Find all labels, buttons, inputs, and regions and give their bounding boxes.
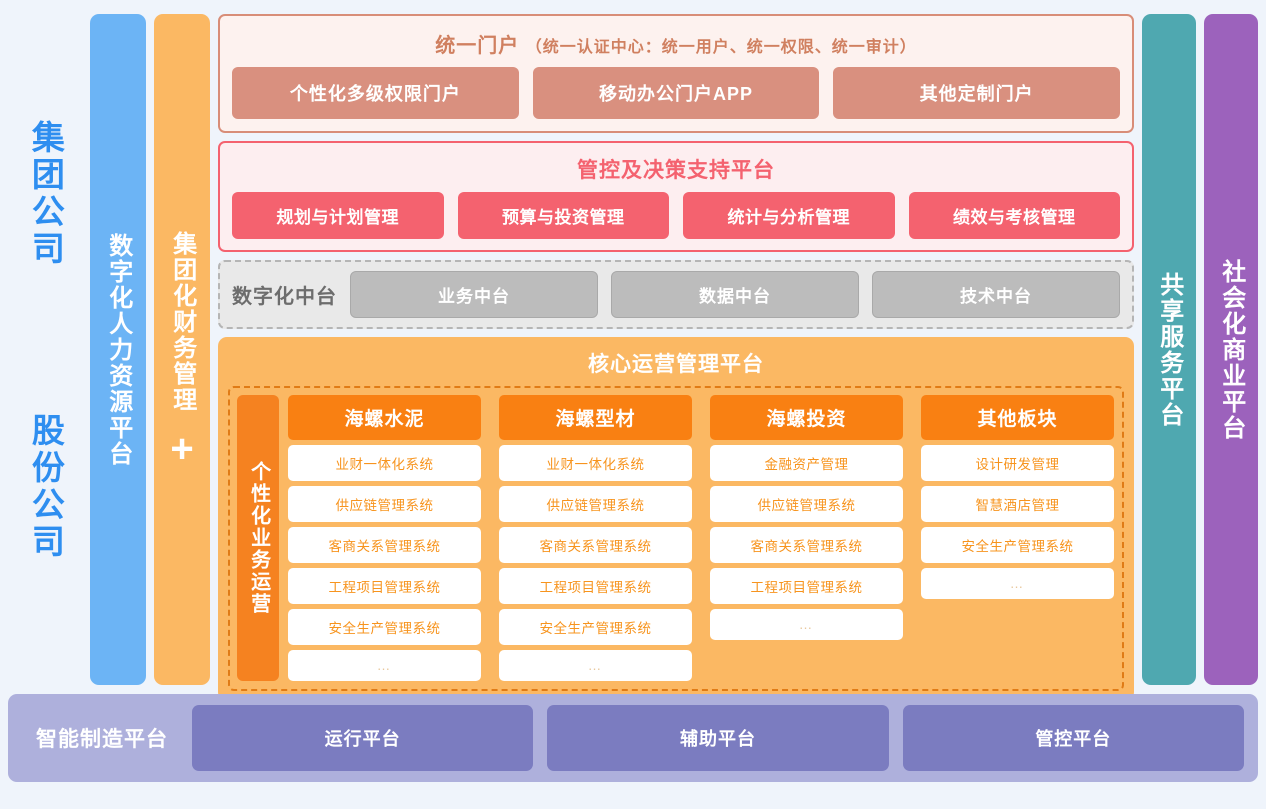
smart-manufacturing-section: 智能制造平台 运行平台 辅助平台 管控平台 xyxy=(8,694,1258,782)
list-item-more[interactable]: … xyxy=(921,568,1114,599)
segment-conch-investment: 海螺投资 金融资产管理 供应链管理系统 客商关系管理系统 工程项目管理系统 … xyxy=(710,395,903,681)
mgmt-button-performance[interactable]: 绩效与考核管理 xyxy=(908,192,1120,239)
segment-conch-profiles: 海螺型材 业财一体化系统 供应链管理系统 客商关系管理系统 工程项目管理系统 安… xyxy=(499,395,692,681)
corporate-labels: 集团公司 股份公司 xyxy=(8,14,82,685)
management-decision-buttons: 规划与计划管理 预算与投资管理 统计与分析管理 绩效与考核管理 xyxy=(232,192,1120,239)
list-item[interactable]: 业财一体化系统 xyxy=(499,445,692,481)
segment-other: 其他板块 设计研发管理 智慧酒店管理 安全生产管理系统 … xyxy=(921,395,1114,681)
column-hr-platform-label: 数字化人力资源平台 xyxy=(104,232,132,467)
mgmt-button-statistics[interactable]: 统计与分析管理 xyxy=(683,192,895,239)
list-item[interactable]: 安全生产管理系统 xyxy=(499,609,692,645)
segment-grid: 海螺水泥 业财一体化系统 供应链管理系统 客商关系管理系统 工程项目管理系统 安… xyxy=(288,395,1114,681)
smart-manufacturing-label: 智能制造平台 xyxy=(36,728,168,751)
segment-header[interactable]: 海螺投资 xyxy=(710,395,903,440)
mgmt-button-budget[interactable]: 预算与投资管理 xyxy=(457,192,669,239)
portal-button-custom[interactable]: 其他定制门户 xyxy=(833,67,1121,119)
corp-label-stock: 股份公司 xyxy=(27,412,65,561)
bottom-button-auxiliary[interactable]: 辅助平台 xyxy=(547,705,889,771)
column-finance[interactable]: 集团化财务管理 + xyxy=(154,14,210,685)
column-social-commerce-label: 社会化商业平台 xyxy=(1217,258,1245,441)
list-item[interactable]: 工程项目管理系统 xyxy=(499,568,692,604)
unified-portal-title-main: 统一门户 xyxy=(435,35,520,57)
bottom-button-operation[interactable]: 运行平台 xyxy=(192,705,534,771)
list-item[interactable]: 客商关系管理系统 xyxy=(288,527,481,563)
list-item-more[interactable]: … xyxy=(499,650,692,681)
bottom-button-control[interactable]: 管控平台 xyxy=(902,705,1244,771)
list-item-more[interactable]: … xyxy=(288,650,481,681)
list-item[interactable]: 设计研发管理 xyxy=(921,445,1114,481)
core-operations-section: 核心运营管理平台 个性化业务运营 海螺水泥 业财一体化系统 供应链管理系统 客商… xyxy=(218,337,1134,701)
list-item[interactable]: 工程项目管理系统 xyxy=(288,568,481,604)
segment-header[interactable]: 海螺型材 xyxy=(499,395,692,440)
digital-middle-platform-label: 数字化中台 xyxy=(232,286,337,308)
plus-icon: + xyxy=(170,426,194,471)
corp-label-group: 集团公司 xyxy=(27,120,65,269)
list-item[interactable]: 供应链管理系统 xyxy=(710,486,903,522)
core-operations-title: 核心运营管理平台 xyxy=(588,353,764,376)
unified-portal-title: 统一门户 （统一认证中心：统一用户、统一权限、统一审计） xyxy=(232,24,1120,67)
list-item[interactable]: 业财一体化系统 xyxy=(288,445,481,481)
middle-button-data[interactable]: 数据中台 xyxy=(611,271,859,318)
column-social-commerce[interactable]: 社会化商业平台 xyxy=(1204,14,1258,685)
unified-portal-buttons: 个性化多级权限门户 移动办公门户APP 其他定制门户 xyxy=(232,67,1121,119)
list-item[interactable]: 工程项目管理系统 xyxy=(710,568,903,604)
unified-portal-section: 统一门户 （统一认证中心：统一用户、统一权限、统一审计） 个性化多级权限门户 移… xyxy=(218,14,1134,133)
middle-button-business[interactable]: 业务中台 xyxy=(350,271,598,318)
list-item[interactable]: 金融资产管理 xyxy=(710,445,903,481)
management-decision-section: 管控及决策支持平台 规划与计划管理 预算与投资管理 统计与分析管理 绩效与考核管… xyxy=(218,141,1134,252)
management-decision-title: 管控及决策支持平台 xyxy=(577,159,775,182)
column-hr-platform[interactable]: 数字化人力资源平台 xyxy=(90,14,146,685)
column-shared-service[interactable]: 共享服务平台 xyxy=(1142,14,1196,685)
list-item-more[interactable]: … xyxy=(710,609,903,640)
personalized-business-ops-bar[interactable]: 个性化业务运营 xyxy=(237,395,279,681)
portal-button-multilevel[interactable]: 个性化多级权限门户 xyxy=(232,67,519,119)
column-shared-service-label: 共享服务平台 xyxy=(1155,271,1183,428)
list-item[interactable]: 安全生产管理系统 xyxy=(288,609,481,645)
list-item[interactable]: 供应链管理系统 xyxy=(499,486,692,522)
top-region: 集团公司 股份公司 数字化人力资源平台 集团化财务管理 + 统一门户 （统一认证… xyxy=(8,14,1258,701)
segment-conch-cement: 海螺水泥 业财一体化系统 供应链管理系统 客商关系管理系统 工程项目管理系统 安… xyxy=(288,395,481,681)
list-item[interactable]: 客商关系管理系统 xyxy=(710,527,903,563)
core-operations-body: 个性化业务运营 海螺水泥 业财一体化系统 供应链管理系统 客商关系管理系统 工程… xyxy=(228,386,1124,691)
middle-button-technology[interactable]: 技术中台 xyxy=(872,271,1120,318)
unified-portal-title-sub: （统一认证中心：统一用户、统一权限、统一审计） xyxy=(525,39,917,56)
personalized-business-ops-label: 个性化业务运营 xyxy=(247,461,270,615)
center-stack: 统一门户 （统一认证中心：统一用户、统一权限、统一审计） 个性化多级权限门户 移… xyxy=(218,14,1134,701)
list-item[interactable]: 智慧酒店管理 xyxy=(921,486,1114,522)
mgmt-button-planning[interactable]: 规划与计划管理 xyxy=(232,192,444,239)
column-finance-label: 集团化财务管理 xyxy=(168,230,196,413)
list-item[interactable]: 供应链管理系统 xyxy=(288,486,481,522)
digital-middle-platform-section: 数字化中台 业务中台 数据中台 技术中台 xyxy=(218,260,1134,329)
list-item[interactable]: 安全生产管理系统 xyxy=(921,527,1114,563)
segment-header[interactable]: 海螺水泥 xyxy=(288,395,481,440)
list-item[interactable]: 客商关系管理系统 xyxy=(499,527,692,563)
portal-button-mobile-app[interactable]: 移动办公门户APP xyxy=(532,67,820,119)
segment-header[interactable]: 其他板块 xyxy=(921,395,1114,440)
